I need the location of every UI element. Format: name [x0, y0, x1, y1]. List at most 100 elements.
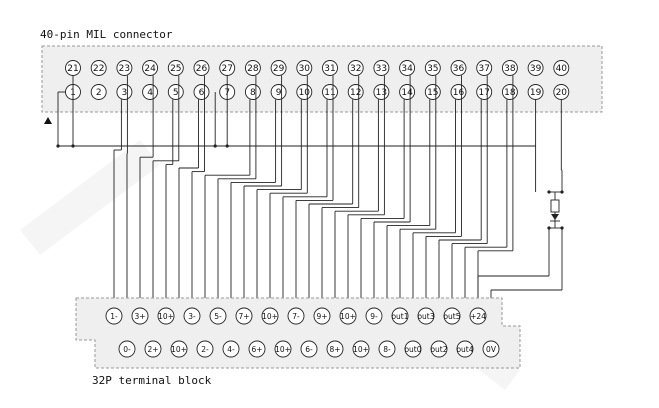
- connector-pin-35: [424, 60, 441, 76]
- connector-pin-label: 38: [504, 64, 516, 74]
- terminal-upper-0: [105, 307, 123, 325]
- terminal-lower-1: [144, 340, 162, 358]
- connector-pin-label: 34: [401, 64, 413, 74]
- connector-pin-23: [116, 60, 133, 76]
- terminal-upper-13: [443, 307, 461, 325]
- connector-pin-label: 6: [199, 88, 205, 98]
- terminal-label: 10+: [340, 312, 356, 321]
- connector-pin-label: 39: [530, 64, 542, 74]
- terminal-upper-12: [417, 307, 435, 325]
- terminal-lower-2: [170, 340, 188, 358]
- connector-pin-label: 37: [478, 64, 489, 74]
- connector-pin-37: [476, 60, 493, 76]
- connector-pin-label: 3: [122, 88, 128, 98]
- connector-pin-label: 4: [147, 88, 153, 98]
- junction-dot: [71, 144, 75, 148]
- connector-pin-label: 12: [350, 88, 361, 98]
- connector-pin-36: [450, 60, 467, 76]
- terminal-label: 2-: [201, 345, 209, 354]
- connector-pin-label: 19: [530, 88, 542, 98]
- arrow-marker-icon: [44, 117, 52, 124]
- terminal-lower-14: [482, 340, 500, 358]
- terminal-upper-11: [391, 307, 409, 325]
- terminal-label: out1: [391, 312, 408, 321]
- terminal-upper-1: [131, 307, 149, 325]
- connector-pin-label: 32: [350, 64, 361, 74]
- connector-pin-17: [476, 84, 493, 100]
- terminal-label: out2: [430, 345, 447, 354]
- connector-pin-28: [244, 60, 261, 76]
- connector-pin-label: 28: [247, 64, 259, 74]
- connector-pin-22: [90, 60, 107, 76]
- connector-pin-label: 30: [299, 64, 311, 74]
- terminal-label: 1-: [110, 312, 118, 321]
- connector-pin-40: [553, 60, 570, 76]
- terminal-label: 0-: [123, 345, 131, 354]
- terminal-lower-11: [404, 340, 422, 358]
- connector-pin-10: [296, 84, 313, 100]
- terminal-block-title: 32P terminal block: [92, 374, 212, 387]
- terminal-label: 4-: [227, 345, 235, 354]
- terminal-label: 9+: [316, 312, 327, 321]
- connector-pin-31: [322, 60, 338, 76]
- connector-pin-15: [424, 84, 441, 100]
- terminal-lower-3: [196, 340, 214, 358]
- terminal-lower-13: [456, 340, 474, 358]
- connector-pin-33: [373, 60, 390, 76]
- connector-pin-8: [244, 84, 261, 100]
- connector-pin-label: 11: [324, 88, 335, 98]
- connector-pin-18: [501, 84, 518, 100]
- connector-pin-label: 36: [453, 64, 465, 74]
- terminal-lower-6: [274, 340, 292, 358]
- connector-pin-2: [90, 84, 107, 100]
- connector-pin-label: 10: [299, 88, 311, 98]
- connector-pin-3: [116, 84, 133, 100]
- junction-dot: [213, 144, 217, 148]
- terminal-label: +24: [470, 312, 486, 321]
- terminal-label: 3-: [188, 312, 196, 321]
- connector-pin-16: [450, 84, 467, 100]
- connector-title: 40-pin MIL connector: [40, 28, 173, 41]
- connector-pin-39: [527, 60, 544, 76]
- terminal-upper-3: [183, 307, 201, 325]
- connector-pin-4: [142, 84, 159, 100]
- terminal-label: 7-: [292, 312, 300, 321]
- terminal-label: out4: [456, 345, 473, 354]
- terminal-lower-4: [222, 340, 240, 358]
- terminal-label: 3+: [134, 312, 145, 321]
- connector-pin-14: [399, 84, 416, 100]
- connector-pin-label: 31: [324, 64, 335, 74]
- terminal-label: 8-: [383, 345, 391, 354]
- connector-box: [41, 45, 603, 113]
- connector-pin-label: 9: [276, 88, 282, 98]
- terminal-upper-14: [469, 307, 487, 325]
- connector-pin-34: [399, 60, 416, 76]
- terminal-label: 5-: [214, 312, 222, 321]
- connector-pin-25: [167, 60, 184, 76]
- connector-pin-label: 29: [273, 64, 285, 74]
- connector-pin-label: 26: [196, 64, 208, 74]
- connector-pin-11: [322, 84, 338, 100]
- connector-pin-label: 27: [221, 64, 232, 74]
- junction-dot: [56, 144, 60, 148]
- terminal-label: 9-: [370, 312, 378, 321]
- terminal-label: 10+: [353, 345, 369, 354]
- terminal-lower-8: [326, 340, 344, 358]
- connector-pin-label: 23: [119, 64, 130, 74]
- connector-pin-label: 18: [504, 88, 516, 98]
- terminal-lower-0: [118, 340, 136, 358]
- terminal-upper-4: [209, 307, 227, 325]
- terminal-label: 8+: [329, 345, 340, 354]
- terminal-label: out3: [417, 312, 434, 321]
- connector-pin-12: [347, 84, 364, 100]
- terminal-label: 7+: [238, 312, 249, 321]
- terminal-label: out5: [443, 312, 460, 321]
- connector-pin-label: 15: [427, 88, 438, 98]
- connector-pin-label: 25: [170, 64, 181, 74]
- terminal-upper-9: [339, 307, 357, 325]
- connector-pin-32: [347, 60, 364, 76]
- connector-pin-9: [270, 84, 287, 100]
